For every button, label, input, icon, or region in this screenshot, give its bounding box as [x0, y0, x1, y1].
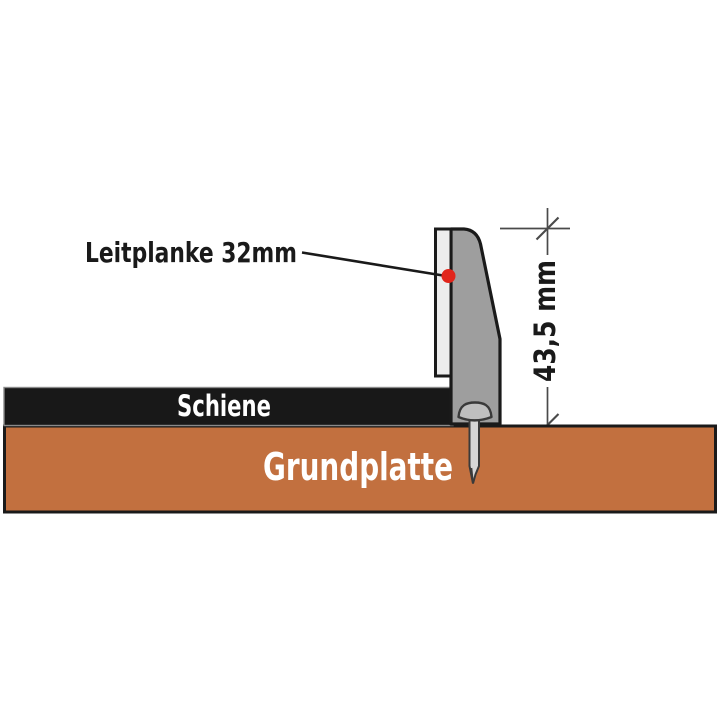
- leader-line: [301, 251, 444, 277]
- dimension-tick-top: [535, 216, 560, 241]
- screw: [457, 401, 493, 484]
- clamp-profile: [449, 227, 502, 426]
- rail-bar: [3, 386, 454, 427]
- rail-label: Schiene: [177, 389, 271, 423]
- marker-dot: [441, 269, 456, 283]
- height-dimension-label: 43,5 mm: [528, 260, 562, 382]
- guardrail-label: Leitplanke 32mm: [85, 236, 297, 269]
- base-plate-label: Grundplatte: [263, 445, 453, 489]
- base-plate: [3, 424, 717, 514]
- screw-head: [457, 401, 493, 422]
- screw-tip-notch: [470, 467, 474, 483]
- guardrail-strip: [434, 227, 453, 378]
- dimension-label-backing: [529, 255, 564, 387]
